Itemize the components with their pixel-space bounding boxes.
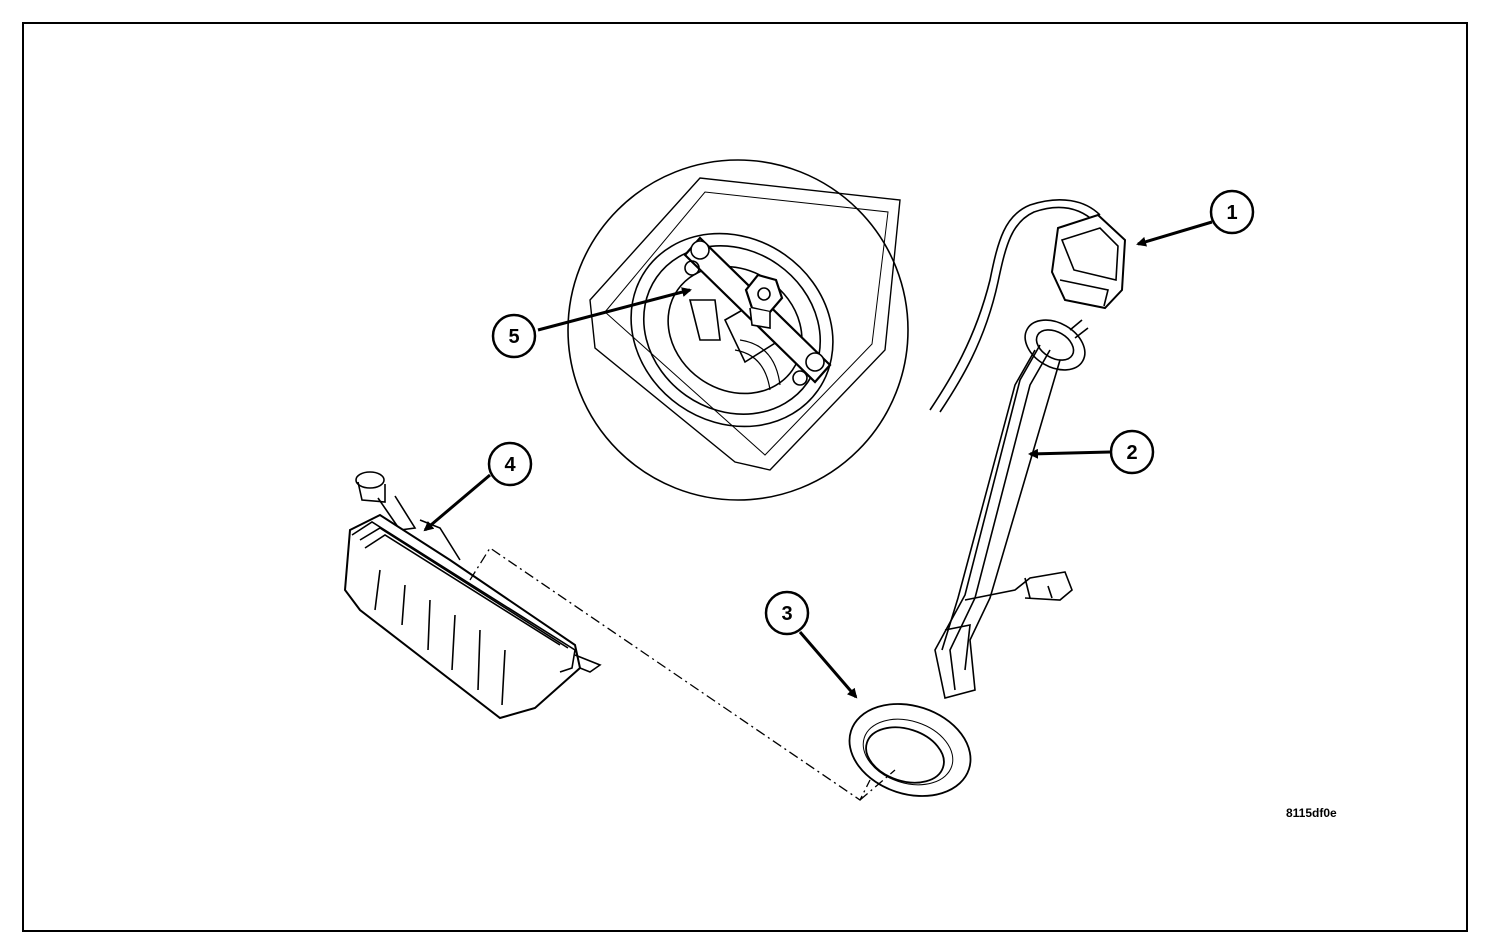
figure-frame <box>22 22 1468 932</box>
alignment-line <box>469 547 896 801</box>
callout-2: 2 <box>1109 429 1155 475</box>
fuel-pump-module <box>343 471 602 720</box>
seal-gasket <box>848 703 972 797</box>
callout-3: 3 <box>764 590 810 636</box>
callout-4: 4 <box>487 441 533 487</box>
tank-detail-view <box>567 159 909 501</box>
figure-id: 8115df0e <box>1286 806 1337 820</box>
callout-5-label: 5 <box>508 326 519 348</box>
callout-1-label: 1 <box>1226 202 1237 224</box>
callout-4-label: 4 <box>504 454 516 476</box>
wire-connector <box>929 199 1127 413</box>
callout-1: 1 <box>1209 189 1255 235</box>
callout-3-label: 3 <box>781 603 792 625</box>
callout-2-label: 2 <box>1126 442 1137 464</box>
fuel-level-sensor <box>934 319 1089 699</box>
callout-5: 5 <box>491 313 537 359</box>
callout-leaders <box>423 220 1213 699</box>
